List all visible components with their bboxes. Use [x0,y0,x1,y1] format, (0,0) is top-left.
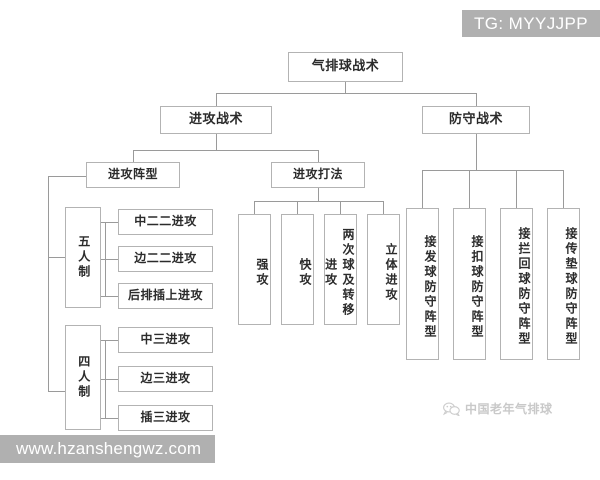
connector-play-drop-3 [340,201,341,214]
node-play-4[interactable]: 立体进攻 [367,214,400,325]
node-five-child-3[interactable]: 后排插上进攻 [118,283,213,309]
connector-level2-bar [216,93,476,94]
connector-five-child-2 [100,259,118,260]
connector-play-drop-1 [254,201,255,214]
connector-play-drop-4 [383,201,384,214]
node-four-child-1[interactable]: 中三进攻 [118,327,213,353]
node-defense-2[interactable]: 接扣球防守阵型 [453,208,486,360]
node-four-child-2[interactable]: 边三进攻 [118,366,213,392]
connector-spine-to-five [48,257,65,258]
connector-play-bar [254,201,383,202]
connector-defense-stem [476,134,477,170]
node-root[interactable]: 气排球战术 [288,52,403,82]
logo-text: 中国老年气排球 [465,402,553,416]
node-defense-tactics[interactable]: 防守战术 [422,106,530,134]
node-defense-1[interactable]: 接发球防守阵型 [406,208,439,360]
node-offense-formation[interactable]: 进攻阵型 [86,162,180,188]
connector-offense-cat-bar [133,150,318,151]
wechat-account-logo: 中国老年气排球 [443,400,553,417]
connector-play-drop [318,150,319,162]
node-offense-play[interactable]: 进攻打法 [271,162,365,188]
connector-defense-drop-1 [422,170,423,208]
connector-four-child-1 [100,340,118,341]
connector-play-stem [318,188,319,201]
connector-four-child-3 [100,418,118,419]
node-play-2[interactable]: 快攻 [281,214,314,325]
node-offense-tactics[interactable]: 进攻战术 [160,106,272,134]
website-watermark: www.hzanshengwz.com [0,435,216,463]
connector-root-stem [345,82,346,93]
connector-four-child-2 [100,379,118,380]
connector-spine-to-four [48,391,65,392]
connector-five-child-1 [100,222,118,223]
node-five-child-1[interactable]: 中二二进攻 [118,209,213,235]
node-five-person-system[interactable]: 五人制 [65,207,101,308]
connector-defense-bar [422,170,563,171]
node-play-3[interactable]: 两次球及转移进攻 [324,214,357,325]
connector-formation-drop [133,150,134,162]
connector-five-child-3 [100,296,118,297]
node-play-1[interactable]: 强攻 [238,214,271,325]
node-defense-4[interactable]: 接传垫球防守阵型 [547,208,580,360]
node-four-child-3[interactable]: 插三进攻 [118,405,213,431]
node-four-person-system[interactable]: 四人制 [65,325,101,430]
connector-play-drop-2 [297,201,298,214]
connector-defense-drop-4 [563,170,564,208]
wechat-icon [443,402,460,416]
connector-defense-drop-3 [516,170,517,208]
connector-defense-drop [476,93,477,107]
telegram-watermark: TG: MYYJJPP [462,10,600,37]
connector-offense-drop [216,93,217,107]
connector-formation-spine [48,176,49,391]
connector-formation-left-arm [48,176,86,177]
connector-offense-stem [216,134,217,150]
node-defense-3[interactable]: 接拦回球防守阵型 [500,208,533,360]
node-five-child-2[interactable]: 边二二进攻 [118,246,213,272]
connector-defense-drop-2 [469,170,470,208]
